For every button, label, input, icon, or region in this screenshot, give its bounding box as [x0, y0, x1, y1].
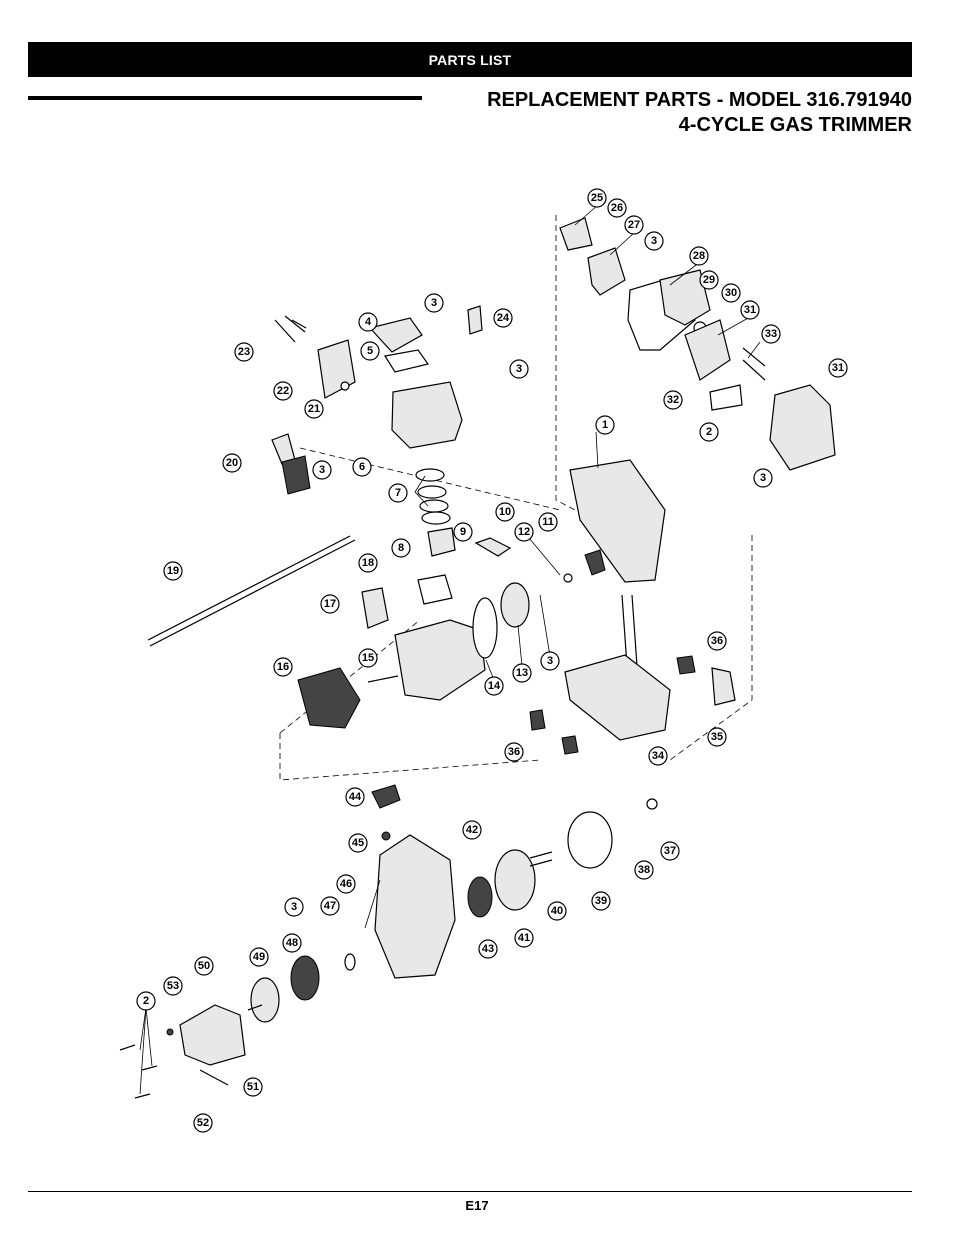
callout-label: 27 — [628, 219, 640, 231]
callout-label: 3 — [431, 297, 437, 309]
callout-label: 42 — [466, 824, 478, 836]
starter-group — [119, 784, 658, 1099]
callout-label: 2 — [706, 426, 712, 438]
callout-label: 16 — [277, 661, 289, 673]
callout-label: 36 — [711, 635, 723, 647]
callout-label: 31 — [832, 362, 844, 374]
piston-group — [415, 468, 606, 605]
callout-label: 15 — [362, 652, 374, 664]
callout-label: 13 — [516, 667, 528, 679]
callout-label: 40 — [551, 905, 563, 917]
callout-label: 49 — [253, 951, 265, 963]
parts-list-header-bar: PARTS LIST — [28, 42, 912, 77]
callout-label: 3 — [547, 655, 553, 667]
callout-label: 7 — [395, 487, 401, 499]
callout-label: 33 — [765, 328, 777, 340]
callout-label: 10 — [499, 506, 511, 518]
page-number: E17 — [465, 1198, 489, 1213]
crankcase-group — [147, 535, 530, 729]
callout-label: 38 — [638, 864, 650, 876]
callout-label: 3 — [516, 363, 522, 375]
callout-label: 3 — [291, 901, 297, 913]
callout-label: 17 — [324, 598, 336, 610]
title-line-2: 4-CYCLE GAS TRIMMER — [678, 114, 912, 136]
callout-label: 9 — [460, 526, 466, 538]
callout-label: 34 — [652, 750, 665, 762]
callout-label: 31 — [744, 304, 756, 316]
callout-label: 14 — [488, 680, 501, 692]
callout-label: 50 — [198, 960, 210, 972]
callout-label: 19 — [167, 565, 179, 577]
title-line-1: REPLACEMENT PARTS - MODEL 316.791940 — [487, 89, 912, 111]
engine-housing-group — [529, 459, 736, 755]
callout-label: 21 — [308, 403, 320, 415]
callout-label: 39 — [595, 895, 607, 907]
callout-label: 29 — [703, 274, 715, 286]
callout-label: 51 — [247, 1081, 259, 1093]
callout-label: 6 — [359, 461, 365, 473]
part-callouts: 25 26 27 3 28 29 30 31 33 31 32 3 24 4 2… — [136, 188, 848, 1133]
callout-label: 36 — [508, 746, 520, 758]
callout-label: 44 — [349, 791, 362, 803]
callout-label: 52 — [197, 1117, 209, 1129]
callout-label: 37 — [664, 845, 676, 857]
callout-label: 8 — [398, 542, 404, 554]
page-title: REPLACEMENT PARTS - MODEL 316.791940 4-C… — [487, 88, 912, 138]
callout-label: 47 — [324, 900, 336, 912]
callout-label: 3 — [760, 472, 766, 484]
callout-label: 3 — [651, 235, 657, 247]
callout-label: 23 — [238, 346, 250, 358]
callout-label: 53 — [167, 980, 179, 992]
callout-label: 11 — [542, 516, 554, 528]
callout-label: 4 — [365, 316, 372, 328]
assembly-boundaries — [279, 215, 753, 781]
callout-label: 18 — [362, 557, 374, 569]
callout-label: 30 — [725, 287, 737, 299]
callout-label: 3 — [319, 464, 325, 476]
callout-label: 20 — [226, 457, 238, 469]
callout-label: 5 — [367, 345, 373, 357]
title-rule — [28, 96, 422, 100]
callout-label: 32 — [667, 394, 679, 406]
callout-label: 48 — [286, 937, 298, 949]
callout-label: 46 — [340, 878, 352, 890]
callout-label: 24 — [497, 312, 510, 324]
callout-label: 43 — [482, 943, 494, 955]
engine-head-group — [271, 305, 483, 495]
footer-rule — [28, 1191, 912, 1192]
callout-label: 25 — [591, 192, 603, 204]
callout-label: 22 — [277, 385, 289, 397]
callout-label: 26 — [611, 202, 623, 214]
callout-label: 1 — [602, 419, 608, 431]
callout-label: 12 — [518, 526, 530, 538]
callout-label: 41 — [518, 932, 530, 944]
callout-label: 45 — [352, 837, 364, 849]
callout-label: 2 — [143, 995, 149, 1007]
section-label: PARTS LIST — [428, 51, 512, 68]
callout-label: 35 — [711, 731, 723, 743]
callout-label: 28 — [693, 250, 705, 262]
